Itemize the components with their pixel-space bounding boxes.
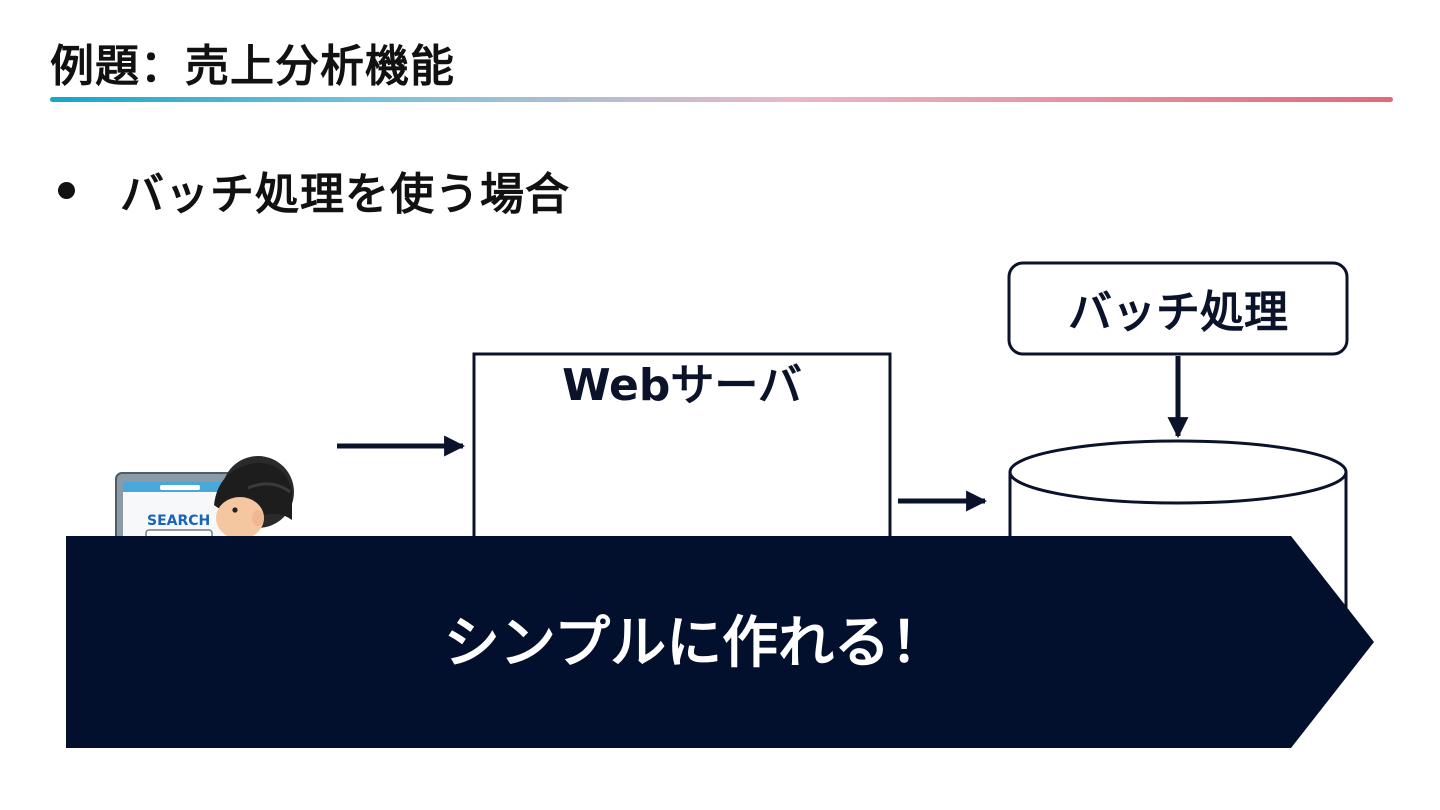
slide-title: 例題：売上分析機能 [50, 41, 455, 92]
banner-text: シンプルに作れる！ [444, 611, 946, 676]
person-head-icon [214, 456, 294, 539]
title-underline [50, 97, 1393, 102]
batch-process-node: バッチ処理 [1007, 261, 1349, 356]
web-server-node: Webサーバ [472, 352, 892, 556]
batch-process-label: バッチ処理 [1068, 287, 1288, 338]
bullet-dot-icon [58, 181, 75, 199]
web-server-label: Webサーバ [562, 360, 802, 411]
simple-build-banner: シンプルに作れる！ [66, 536, 1374, 748]
bullet-item: バッチ処理を使う場合 [58, 160, 570, 220]
bullet-text: バッチ処理を使う場合 [120, 169, 570, 220]
laptop-screen-text: SEARCH [147, 513, 210, 529]
